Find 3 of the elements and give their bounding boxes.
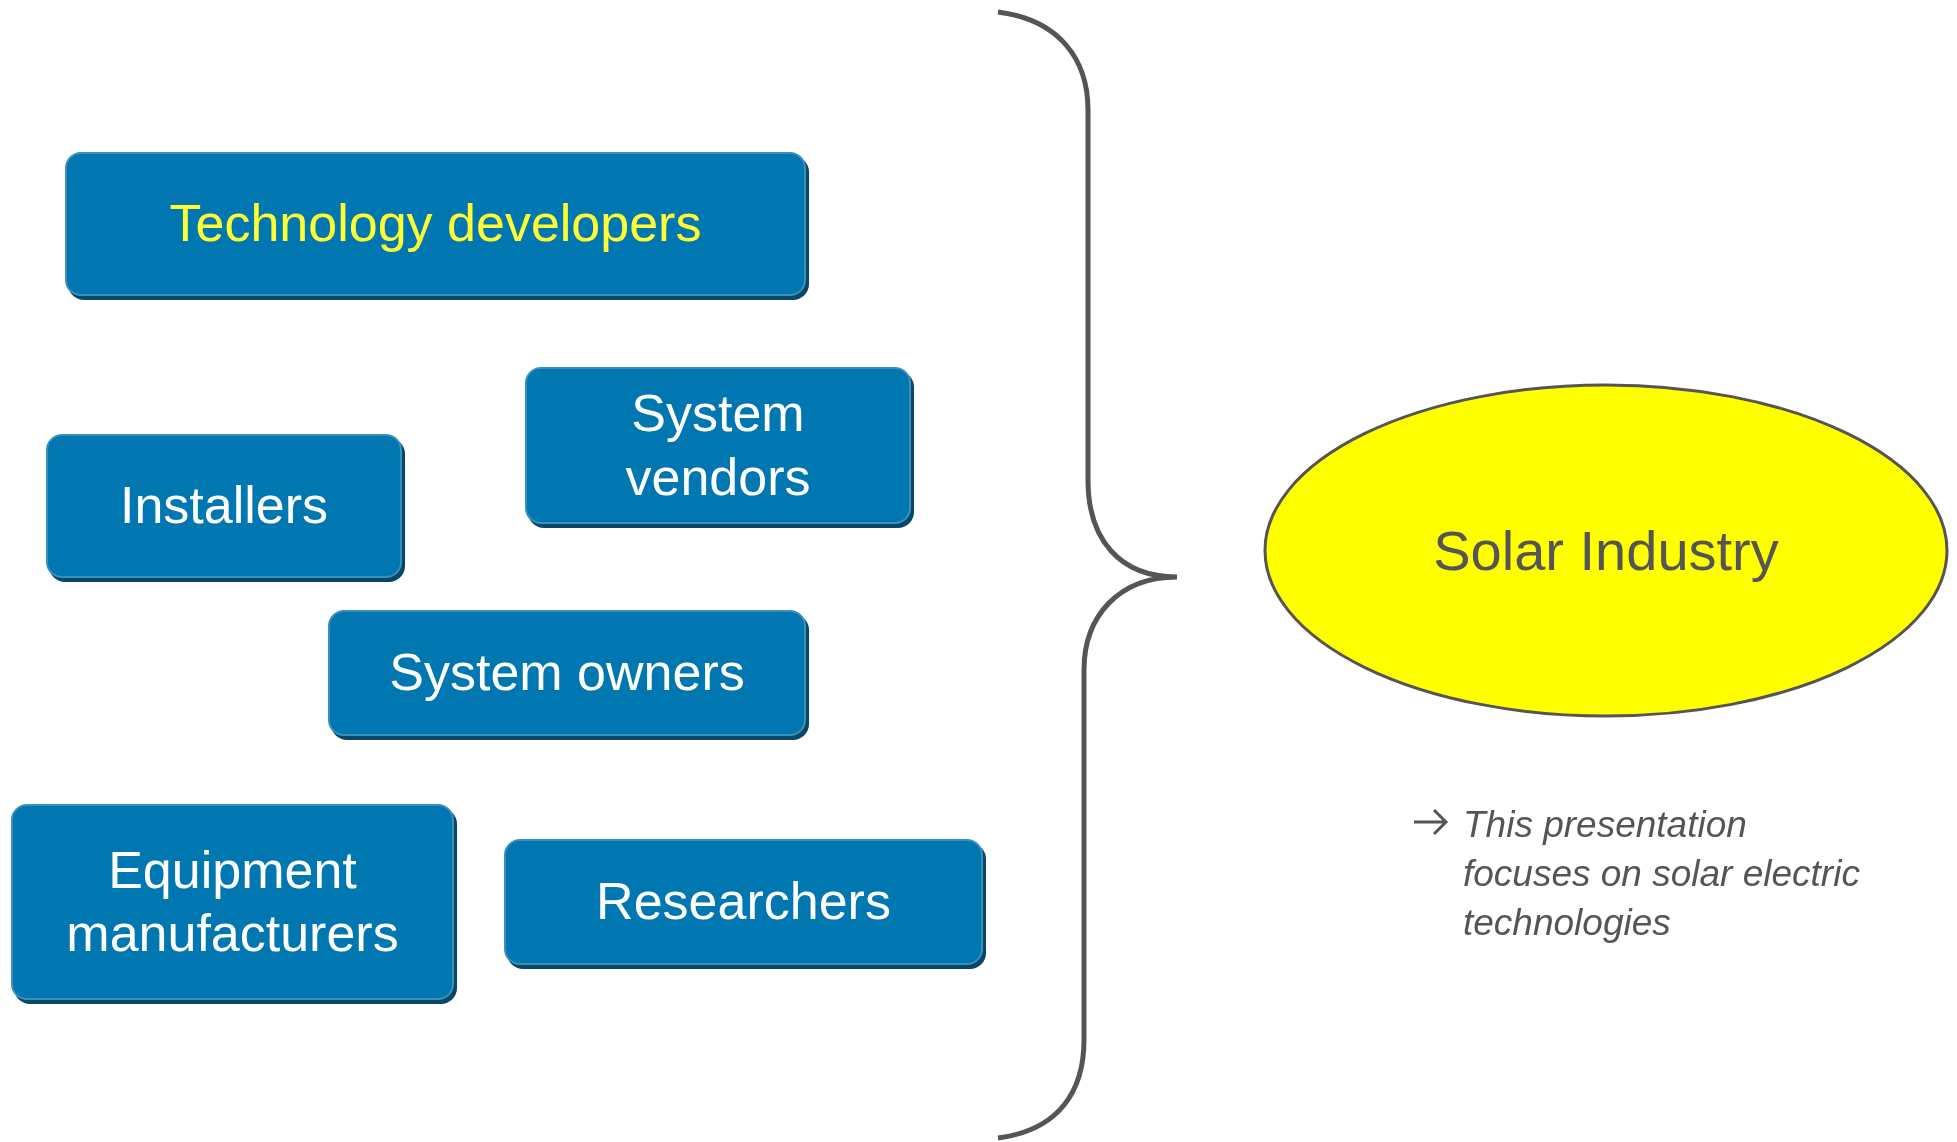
note-text: This presentation focuses on solar electric technologies xyxy=(1463,803,1861,945)
ellipse-node xyxy=(1262,382,1950,719)
node-label: Solar Industry xyxy=(1433,518,1779,583)
